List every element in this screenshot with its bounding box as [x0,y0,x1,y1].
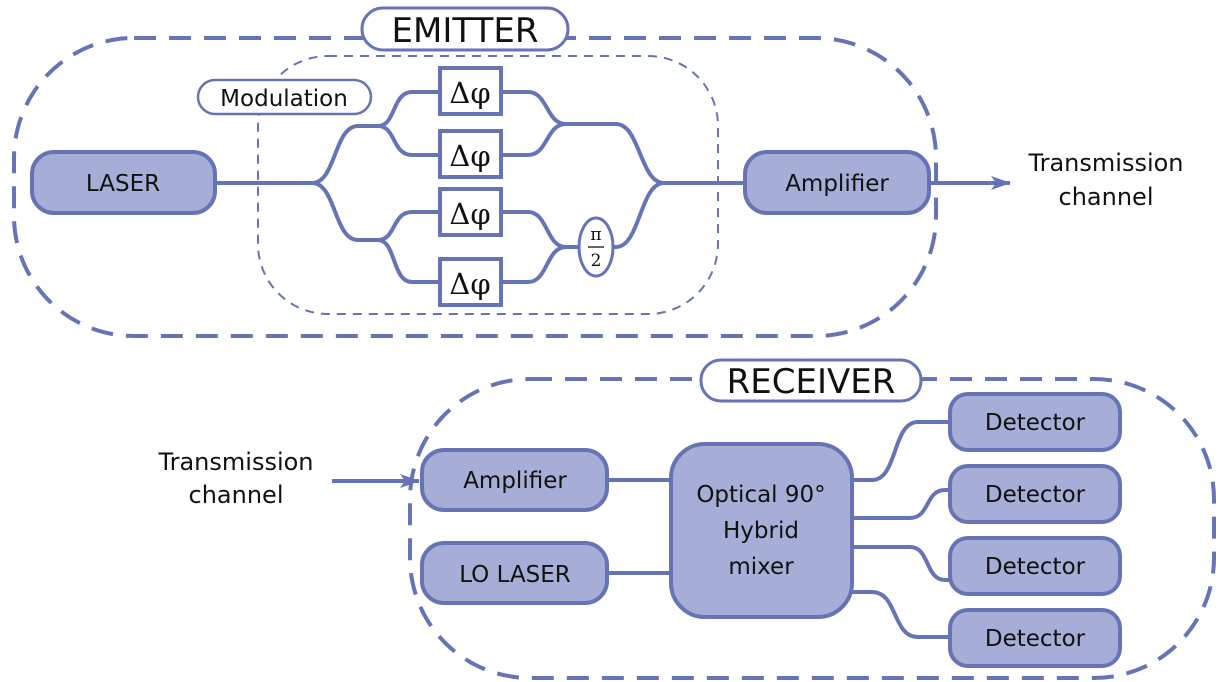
modulator-waveguides [215,90,1011,284]
detector-3: Detector [948,536,1122,596]
emitter-amplifier-block: Amplifier [743,150,931,215]
emitter-output-label-line1: Transmission [1027,149,1183,177]
mixer-label-line1: Optical 90° [696,482,825,508]
phase-shifter-2-label: Δφ [449,139,490,173]
detector-2: Detector [948,464,1122,524]
detector-1-label: Detector [985,410,1086,436]
receiver-amplifier-label: Amplifier [463,468,567,494]
receiver-input-label-line1: Transmission [157,448,313,476]
modulation-label: Modulation [220,86,348,112]
modulation-label-pill: Modulation [196,78,373,116]
shift-denominator: 2 [591,251,602,271]
detector-3-label: Detector [985,554,1086,580]
detector-4: Detector [948,608,1122,668]
hybrid-mixer-block: Optical 90° Hybrid mixer [669,442,854,619]
emitter-title-pill: EMITTER [360,6,570,52]
emitter-section: EMITTER Modulation LASER [12,6,1184,338]
laser-label: LASER [86,171,160,197]
receiver-waveguides [332,420,950,639]
quarter-wave-shift: π 2 [577,216,615,278]
phase-shifter-1: Δφ [438,66,503,116]
receiver-title-pill: RECEIVER [699,358,923,403]
receiver-input-label-line2: channel [189,481,284,509]
laser-block: LASER [30,150,217,215]
phase-shifter-4-label: Δφ [449,267,490,301]
emitter-title: EMITTER [392,11,539,51]
phase-shifter-3: Δφ [438,187,503,237]
shift-numerator: π [590,225,601,245]
mixer-label-line3: mixer [728,554,794,580]
phase-shifter-3-label: Δφ [449,197,490,231]
mixer-label-line2: Hybrid [723,518,799,544]
receiver-title: RECEIVER [727,362,896,402]
detector-2-label: Detector [985,482,1086,508]
detector-1: Detector [948,392,1122,452]
emitter-output-label-line2: channel [1059,183,1154,211]
emitter-amplifier-label: Amplifier [785,171,889,197]
receiver-amplifier-block: Amplifier [420,448,609,512]
phase-shifter-2: Δφ [438,129,503,179]
lo-laser-label: LO LASER [459,562,571,588]
phase-shifter-1-label: Δφ [449,76,490,110]
lo-laser-block: LO LASER [420,541,609,605]
emitter-boundary [12,36,938,338]
detector-4-label: Detector [985,626,1086,652]
phase-shifter-4: Δφ [438,257,503,307]
receiver-section: RECEIVER Transmission channel Amplifier … [157,358,1216,680]
